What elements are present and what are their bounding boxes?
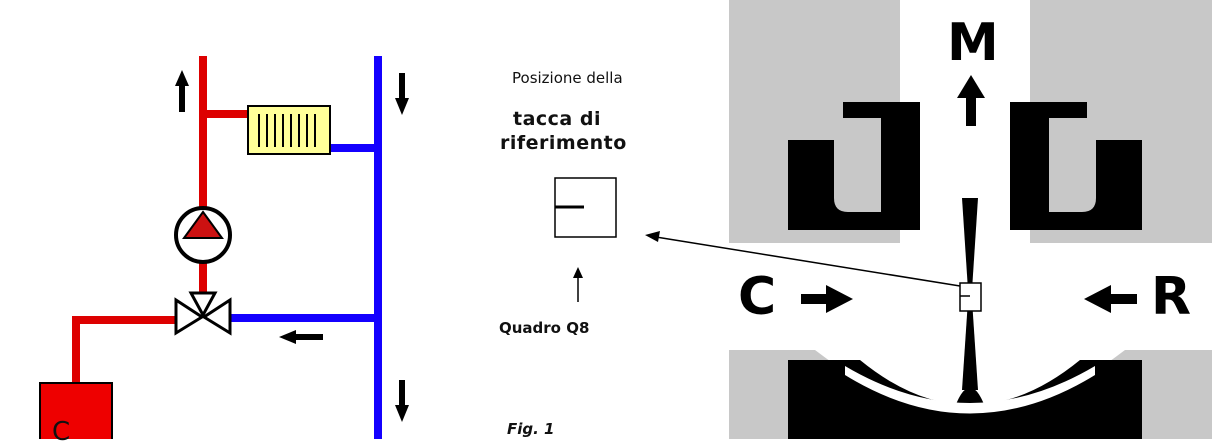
flow-arrow-icon bbox=[801, 75, 1137, 313]
notch-label: tacca di bbox=[513, 108, 601, 130]
return-pipe bbox=[230, 56, 382, 439]
boiler-icon bbox=[39, 382, 113, 439]
panel-arrow bbox=[573, 267, 583, 302]
valve-notch-marker bbox=[959, 282, 982, 312]
figure-caption: Fig. 1 bbox=[507, 420, 555, 438]
flow-arrow-icon bbox=[175, 70, 409, 422]
radiator-icon bbox=[247, 105, 331, 155]
port-m-label: M bbox=[947, 13, 999, 73]
reference-notch-icon bbox=[554, 177, 617, 238]
port-r-label: R bbox=[1151, 267, 1192, 327]
three-way-valve-icon bbox=[174, 291, 232, 336]
position-label: Posizione della bbox=[512, 69, 623, 87]
valve-body-cutout bbox=[845, 366, 1095, 414]
reference-label: riferimento bbox=[500, 132, 627, 154]
supply-pipe bbox=[72, 56, 249, 386]
port-c-label: C bbox=[738, 267, 777, 327]
panel-label: Quadro Q8 bbox=[499, 319, 590, 337]
valve-body bbox=[788, 102, 1142, 439]
boiler-label: C bbox=[52, 417, 71, 447]
pump-icon bbox=[174, 206, 232, 264]
